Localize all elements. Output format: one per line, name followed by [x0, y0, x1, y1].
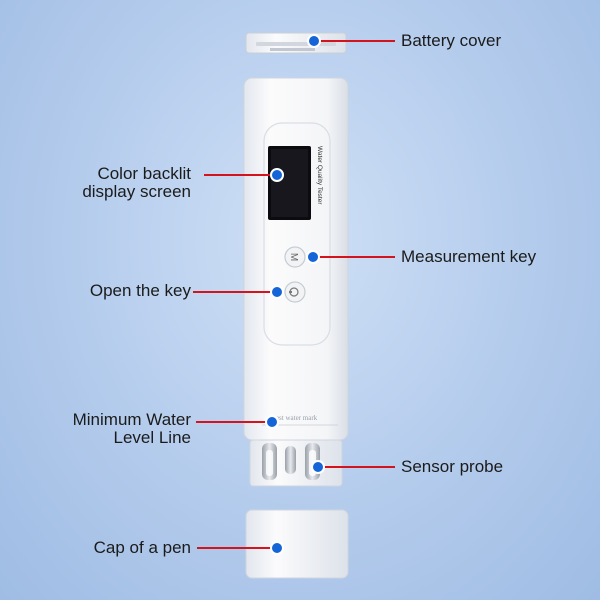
display-screen: [268, 146, 311, 220]
leader-lines: [193, 40, 395, 549]
label-water-level-line1: Minimum Water: [72, 410, 191, 429]
marker-water-level: [265, 415, 279, 429]
M-key-icon: M: [288, 253, 299, 261]
sensor-probe: [249, 439, 343, 487]
label-display-screen: Color backlit display screen: [82, 165, 191, 201]
label-measurement-key: Measurement key: [401, 247, 537, 266]
label-pen-cap: Cap of a pen: [93, 538, 191, 557]
marker-measurement-key: [306, 250, 320, 264]
label-water-level: Minimum Water Level Line: [73, 411, 191, 447]
marker-dots: [265, 34, 325, 555]
label-water-level-line2: Level Line: [113, 428, 191, 447]
marker-pen-cap: [270, 541, 284, 555]
marker-battery-cover: [307, 34, 321, 48]
label-battery-cover: Battery cover: [401, 31, 502, 50]
pen-cap: [245, 509, 349, 579]
water-mark-text: test water mark: [274, 414, 318, 422]
marker-sensor-probe: [311, 460, 325, 474]
screen-caption: Water Quality Tester: [316, 146, 323, 205]
label-display-line2: display screen: [82, 182, 191, 201]
label-display-line1: Color backlit: [97, 164, 191, 183]
label-sensor-probe: Sensor probe: [401, 457, 504, 476]
label-open-key: Open the key: [89, 281, 191, 300]
power-key[interactable]: [284, 281, 306, 303]
measurement-key[interactable]: M: [284, 246, 306, 268]
marker-display: [270, 168, 284, 182]
marker-open-key: [270, 285, 284, 299]
battery-cover: [245, 32, 347, 54]
